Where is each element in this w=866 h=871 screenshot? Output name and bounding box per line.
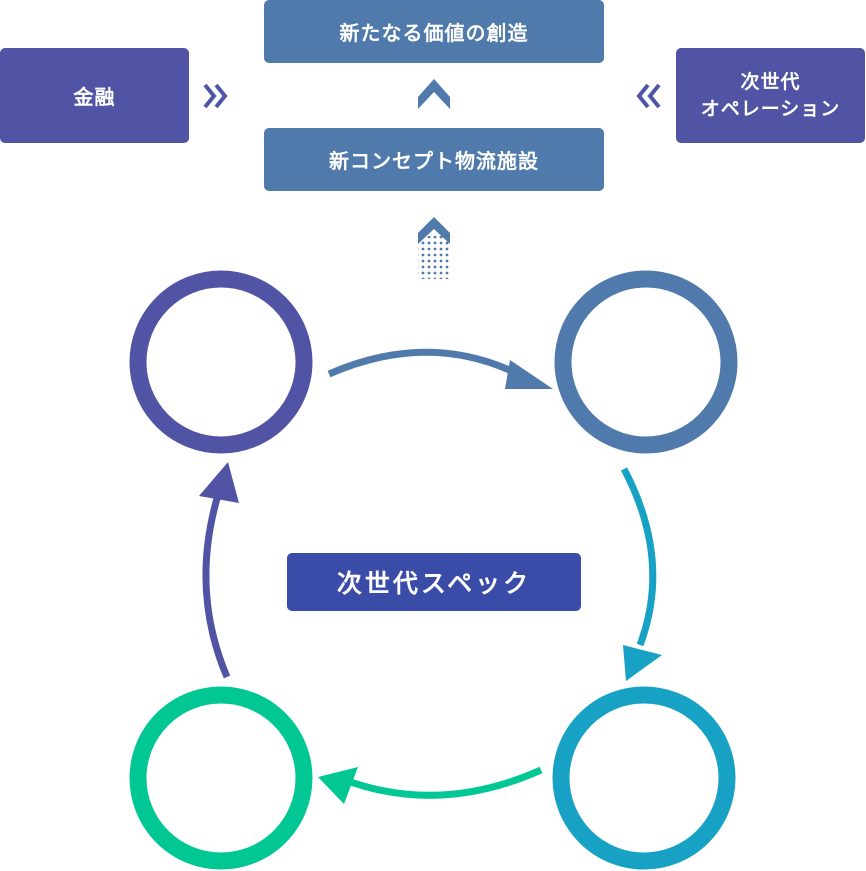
cycle-node-green <box>129 686 313 870</box>
cycle-node-purple <box>129 270 313 454</box>
cycle-arrow-left <box>199 462 239 679</box>
next-gen-operation-box: 次世代 オペレーション <box>676 48 865 143</box>
cycle-node-blue <box>554 270 738 454</box>
new-value-creation-box: 新たなる価値の創造 <box>264 0 604 63</box>
cycle-arrow-top <box>327 348 553 389</box>
chevron-up-icon <box>418 79 450 109</box>
double-chevron-left-icon <box>636 83 661 109</box>
new-value-creation-label: 新たなる価値の創造 <box>339 21 529 45</box>
finance-box: 金融 <box>0 48 189 143</box>
new-concept-logistics-box: 新コンセプト物流施設 <box>264 128 604 191</box>
next-gen-spec-label: 次世代スペック <box>336 569 532 598</box>
cycle-node-cyan <box>552 686 736 870</box>
next-gen-operation-line1: 次世代 <box>740 70 801 93</box>
next-gen-operation-line2: オペレーション <box>700 97 841 120</box>
next-gen-spec-box: 次世代スペック <box>287 553 581 611</box>
cycle-arrow-right <box>620 467 662 681</box>
double-chevron-right-icon <box>203 83 228 109</box>
new-concept-logistics-label: 新コンセプト物流施設 <box>329 149 539 173</box>
dotted-up-arrow-icon <box>418 217 450 279</box>
cycle-arrow-bottom <box>318 766 543 804</box>
finance-label: 金融 <box>73 85 116 109</box>
